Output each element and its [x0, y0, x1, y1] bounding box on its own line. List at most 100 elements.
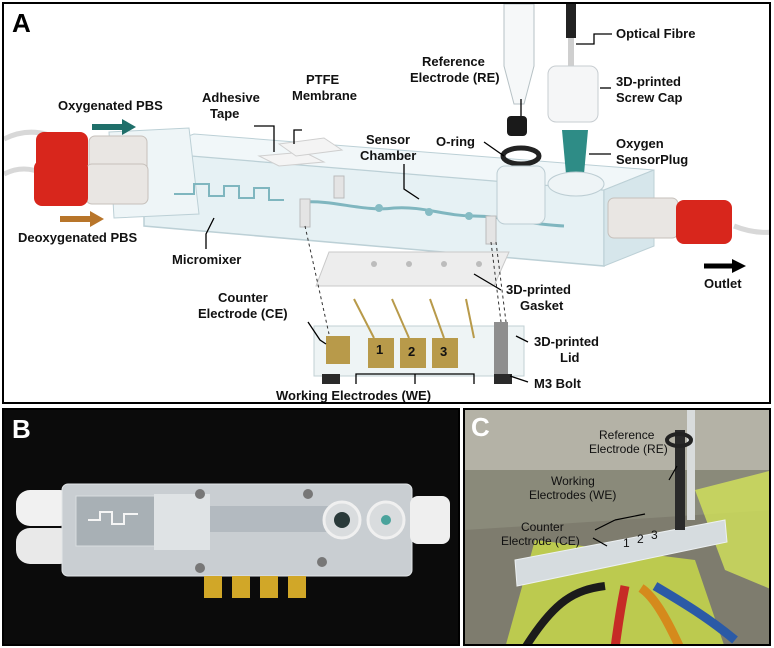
c-label-counter-line1: Counter: [521, 520, 564, 534]
leader-adhesive: [254, 125, 275, 152]
label-gasket-line1: 3D-printed: [506, 282, 571, 297]
label-ptfe-line2: Membrane: [292, 88, 358, 103]
photo-clip-orange: [638, 584, 684, 644]
m3-bolt: [494, 322, 508, 378]
oxygen-sensor-plug: [562, 130, 588, 174]
label-sensor-chamber-line1: Sensor: [366, 132, 411, 147]
panel-a: A: [2, 2, 771, 404]
micromixer-channel: [174, 183, 284, 201]
c-label-2: 2: [637, 532, 644, 546]
c-label-reference-line1: Reference: [599, 428, 655, 442]
device-photo-top-view: [16, 483, 450, 598]
c-label-reference-line2: Electrode (RE): [589, 442, 668, 456]
photo-connector: [16, 528, 74, 564]
label-working-electrodes: Working Electrodes (WE): [276, 388, 432, 403]
photo-reference-electrode: [675, 430, 685, 530]
label-gasket-line2: Gasket: [520, 298, 564, 313]
leader-bolt: [509, 375, 529, 383]
screw-cap: [547, 65, 599, 123]
c-label-1: 1: [623, 536, 630, 550]
label-we-3: 3: [440, 344, 448, 359]
label-oxygen-plug-line2: SensorPlug: [616, 152, 689, 167]
label-we-2: 2: [408, 344, 416, 359]
leader-micromixer: [205, 217, 215, 249]
photo-clip-red: [611, 585, 630, 644]
label-ptfe-line1: PTFE: [306, 72, 340, 87]
bolt-foot: [494, 374, 512, 384]
label-sensor-chamber-line2: Chamber: [360, 148, 417, 163]
photo-chip: [514, 519, 728, 587]
leader-optical-fibre: [576, 33, 612, 45]
adhesive-tape-sheet: [257, 151, 326, 167]
tubing-outlet: [733, 223, 769, 235]
we-pad-2: [400, 338, 426, 368]
red-cap-outlet: [676, 200, 732, 244]
panel-letter-a: A: [12, 8, 31, 38]
photo-clip-black: [522, 582, 606, 644]
label-oxygenated-pbs: Oxygenated PBS: [58, 98, 163, 113]
photo-pad: [232, 576, 250, 598]
chamber-node: [465, 212, 473, 220]
label-we-1: 1: [376, 342, 384, 357]
o-ring: [500, 145, 542, 167]
label-oxygen-plug-line1: Oxygen: [616, 136, 664, 151]
label-micromixer: Micromixer: [172, 252, 242, 267]
we-pad-3: [432, 338, 458, 368]
label-adhesive-tape-line1: Adhesive: [202, 90, 260, 105]
photo-outlet-connector: [410, 496, 450, 544]
post: [485, 215, 497, 245]
arrow-oxygenated: [92, 119, 136, 135]
photo-pad: [204, 576, 222, 598]
leader-ptfe: [293, 129, 302, 144]
arrow-outlet: [704, 259, 746, 273]
label-deoxygenated-pbs: Deoxygenated PBS: [18, 230, 138, 245]
panel-letter-b: B: [12, 414, 31, 444]
label-outlet: Outlet: [704, 276, 742, 291]
label-reference-line1: Reference: [422, 54, 485, 69]
label-m3-bolt: M3 Bolt: [534, 376, 581, 391]
photo-yellow-sheet: [695, 471, 769, 589]
bolt-foot: [322, 374, 340, 384]
leader-oring: [483, 141, 505, 157]
label-optical-fibre: Optical Fibre: [616, 26, 696, 41]
label-screw-cap-line2: Screw Cap: [616, 90, 683, 105]
post: [299, 198, 311, 228]
device-exploded-view: [4, 4, 769, 384]
photo-membrane: [154, 494, 210, 550]
label-o-ring: O-ring: [436, 134, 475, 149]
leader-sensor-chamber: [403, 164, 420, 200]
label-screw-cap-line1: 3D-printed: [616, 74, 681, 89]
post: [333, 175, 345, 199]
chamber-node: [375, 204, 383, 212]
optical-fibre-line: [568, 38, 574, 68]
label-lid-line1: 3D-printed: [534, 334, 599, 349]
c-label-working-line2: Electrodes (WE): [529, 488, 617, 502]
arrow-deoxygenated: [60, 211, 104, 227]
c-label-working-line1: Working: [551, 474, 595, 488]
gasket: [315, 251, 510, 287]
optical-fibre: [566, 4, 576, 38]
photo-pad: [260, 576, 278, 598]
photo-chamber: [210, 506, 330, 532]
red-cap-bottom: [34, 160, 88, 206]
leader-counter: [307, 321, 327, 345]
label-counter-line2: Electrode (CE): [198, 306, 288, 321]
we-pad-1: [368, 338, 394, 368]
chamber-node: [425, 208, 433, 216]
screw-cap-base: [547, 171, 605, 197]
c-label-counter-line2: Electrode (CE): [501, 534, 580, 548]
label-lid-line2: Lid: [560, 350, 580, 365]
reference-electrode: [503, 4, 535, 105]
vial: [496, 165, 546, 225]
device-photo-setup: [465, 410, 769, 644]
label-counter-line1: Counter: [218, 290, 268, 305]
c-label-3: 3: [651, 528, 658, 542]
photo-clip-blue: [652, 582, 738, 644]
photo-pad: [288, 576, 306, 598]
label-reference-line2: Electrode (RE): [410, 70, 500, 85]
connector-outlet: [607, 197, 679, 239]
leader-gasket: [473, 273, 502, 291]
panel-b: B: [2, 408, 460, 646]
counter-electrode-pad: [326, 336, 350, 364]
leader-lid: [515, 335, 529, 343]
